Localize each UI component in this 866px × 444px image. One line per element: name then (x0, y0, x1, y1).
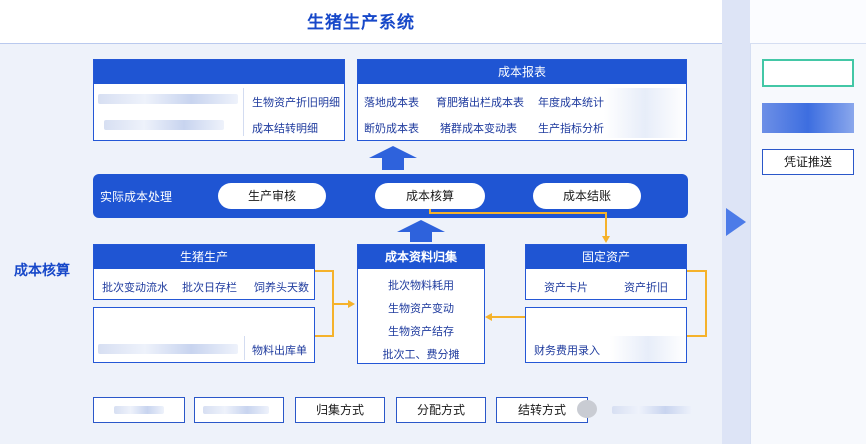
batch-stock-link[interactable]: 批次日存栏 (182, 281, 237, 294)
cost-collection-title: 成本资料归集 (358, 245, 484, 269)
bio-asset-balance-link[interactable]: 生物资产结存 (388, 325, 454, 338)
connector-line (605, 212, 607, 238)
connector-line (687, 335, 707, 337)
header-bar (0, 0, 722, 44)
weaning-cost-link[interactable]: 断奶成本表 (364, 122, 419, 135)
connector-line (429, 209, 431, 213)
blurred-option (93, 397, 185, 423)
connector-line (315, 270, 333, 272)
page-title: 生猪生产系统 (307, 13, 415, 33)
production-audit-button[interactable]: 生产审核 (218, 183, 326, 209)
blurred-area (604, 88, 686, 138)
cost-report-panel: 成本报表 落地成本表 育肥猪出栏成本表 年度成本统计 断奶成本表 猪群成本变动表… (357, 59, 687, 141)
actual-cost-label: 实际成本处理 (100, 190, 173, 204)
up-arrow-icon (397, 220, 445, 232)
blurred-text (203, 406, 269, 414)
voucher-push-button[interactable]: 凭证推送 (762, 149, 854, 175)
annual-cost-link[interactable]: 年度成本统计 (538, 96, 604, 109)
connector-arrow-icon (348, 300, 355, 308)
blurred-text (612, 406, 692, 414)
depreciation-detail-link[interactable]: 生物资产折旧明细 (252, 96, 340, 109)
connector-arrow-icon (602, 236, 610, 243)
flow-chevron-icon (726, 208, 746, 236)
blurred-side-box (762, 103, 854, 133)
divider (244, 336, 245, 360)
connector-line (687, 270, 707, 272)
batch-material-link[interactable]: 批次物料耗用 (388, 279, 454, 292)
finance-panel: 财务费用录入 (525, 307, 687, 363)
arrow-stem (382, 158, 404, 170)
finance-fee-entry-link[interactable]: 财务费用录入 (534, 344, 600, 357)
fixed-assets-title: 固定资产 (526, 245, 686, 269)
connector-line (429, 212, 607, 214)
blurred-text (98, 344, 238, 354)
bio-asset-change-link[interactable]: 生物资产变动 (388, 302, 454, 315)
batch-change-link[interactable]: 批次变动流水 (102, 281, 168, 294)
blurred-side-box (762, 59, 854, 87)
cost-closing-button[interactable]: 成本结账 (533, 183, 641, 209)
material-panel: 物料出库单 (93, 307, 315, 363)
collection-method-button[interactable]: 归集方式 (295, 397, 385, 423)
up-arrow-icon (369, 146, 417, 158)
arrow-stem (410, 232, 432, 242)
blurred-text (98, 94, 238, 104)
material-outbound-link[interactable]: 物料出库单 (252, 344, 307, 357)
connector-line (315, 335, 333, 337)
cost-detail-header (94, 60, 344, 84)
cost-accounting-button[interactable]: 成本核算 (375, 183, 485, 209)
connector-arrow-icon (485, 313, 492, 321)
herd-cost-change-link[interactable]: 猪群成本变动表 (440, 122, 517, 135)
asset-card-link[interactable]: 资产卡片 (544, 281, 588, 294)
transfer-method-button[interactable]: 结转方式 (496, 397, 588, 423)
connector-line (705, 270, 707, 337)
blurred-option (194, 397, 284, 423)
connector-line (332, 303, 348, 305)
blurred-area (610, 336, 686, 362)
production-index-link[interactable]: 生产指标分析 (538, 122, 604, 135)
pig-production-title: 生猪生产 (94, 245, 314, 269)
blurred-text (104, 120, 224, 130)
cost-report-title: 成本报表 (358, 60, 686, 84)
section-label: 成本核算 (14, 263, 70, 279)
cost-transfer-detail-link[interactable]: 成本结转明细 (252, 122, 318, 135)
feeding-days-link[interactable]: 饲养头天数 (254, 281, 309, 294)
allocation-method-button[interactable]: 分配方式 (396, 397, 486, 423)
cost-detail-panel: 生物资产折旧明细 成本结转明细 (93, 59, 345, 141)
fixed-assets-panel: 固定资产 资产卡片 资产折旧 (525, 244, 687, 300)
side-panel-header (750, 0, 866, 44)
pig-production-panel: 生猪生产 批次变动流水 批次日存栏 饲养头天数 (93, 244, 315, 300)
blurred-text (114, 406, 164, 414)
fattening-cost-link[interactable]: 育肥猪出栏成本表 (436, 96, 524, 109)
chat-icon (577, 400, 597, 418)
asset-depreciation-link[interactable]: 资产折旧 (624, 281, 668, 294)
cost-collection-panel: 成本资料归集 批次物料耗用 生物资产变动 生物资产结存 批次工、费分摊 (357, 244, 485, 364)
landing-cost-link[interactable]: 落地成本表 (364, 96, 419, 109)
batch-labor-fee-link[interactable]: 批次工、费分摊 (382, 348, 460, 361)
connector-line (492, 316, 525, 318)
divider (243, 88, 244, 136)
